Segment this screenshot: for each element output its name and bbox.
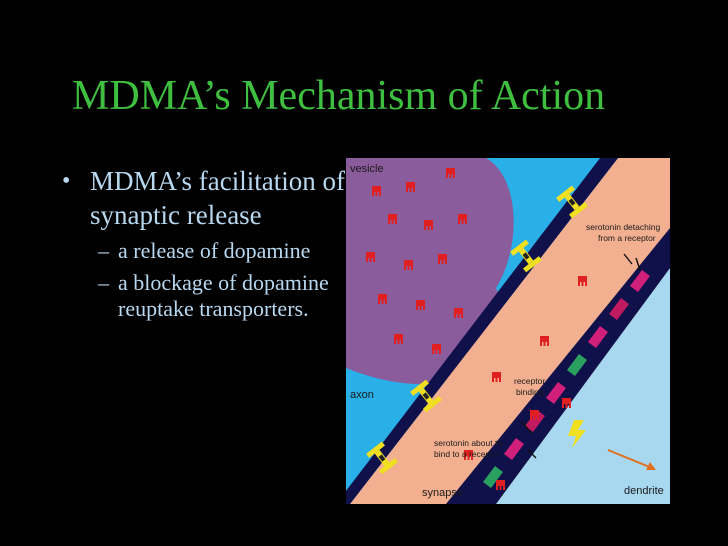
label-detach-2: from a receptor [598, 233, 656, 243]
slide-title: MDMA’s Mechanism of Action [72, 73, 606, 119]
label-receptor-2: binding [516, 387, 544, 397]
sub-bullet-reuptake: – a blockage of dopamine reuptake transp… [62, 270, 352, 322]
sub-bullet-dash: – [98, 270, 109, 295]
receptor-band [446, 228, 670, 504]
dendrite-arrow-icon [607, 449, 656, 470]
label-about-2: bind to a receptor [434, 449, 500, 459]
sub-bullet-release: – a release of dopamine [62, 238, 352, 264]
bullet-dot: • [62, 168, 71, 194]
pointer-arrows [521, 253, 641, 459]
label-about-1: serotonin about to [434, 438, 502, 448]
sub-bullet-text: a release of dopamine [118, 238, 311, 263]
label-axon: axon [350, 389, 374, 401]
receptor-segments [483, 270, 650, 488]
bullet-list: • MDMA’s facilitation of synaptic releas… [62, 164, 352, 322]
sub-bullet-text: a blockage of dopamine reuptake transpor… [118, 270, 329, 321]
bullet-main-text: MDMA’s facilitation of synaptic release [90, 166, 345, 230]
synapse-diagram: vesicle axon synapse dendrite serotonin … [346, 158, 670, 504]
sub-bullet-dash: – [98, 238, 109, 263]
label-synapse: synapse [422, 487, 463, 499]
label-detach-1: serotonin detaching [586, 222, 660, 232]
bullet-main: • MDMA’s facilitation of synaptic releas… [62, 164, 352, 232]
sub-bullet-list: – a release of dopamine – a blockage of … [62, 238, 352, 322]
binding-spark-icon [568, 420, 586, 448]
presynaptic-membrane [346, 158, 618, 504]
synaptic-cleft [350, 158, 670, 504]
label-receptor-1: receptor [514, 376, 545, 386]
label-dendrite: dendrite [624, 485, 664, 497]
label-vesicle: vesicle [350, 163, 384, 175]
